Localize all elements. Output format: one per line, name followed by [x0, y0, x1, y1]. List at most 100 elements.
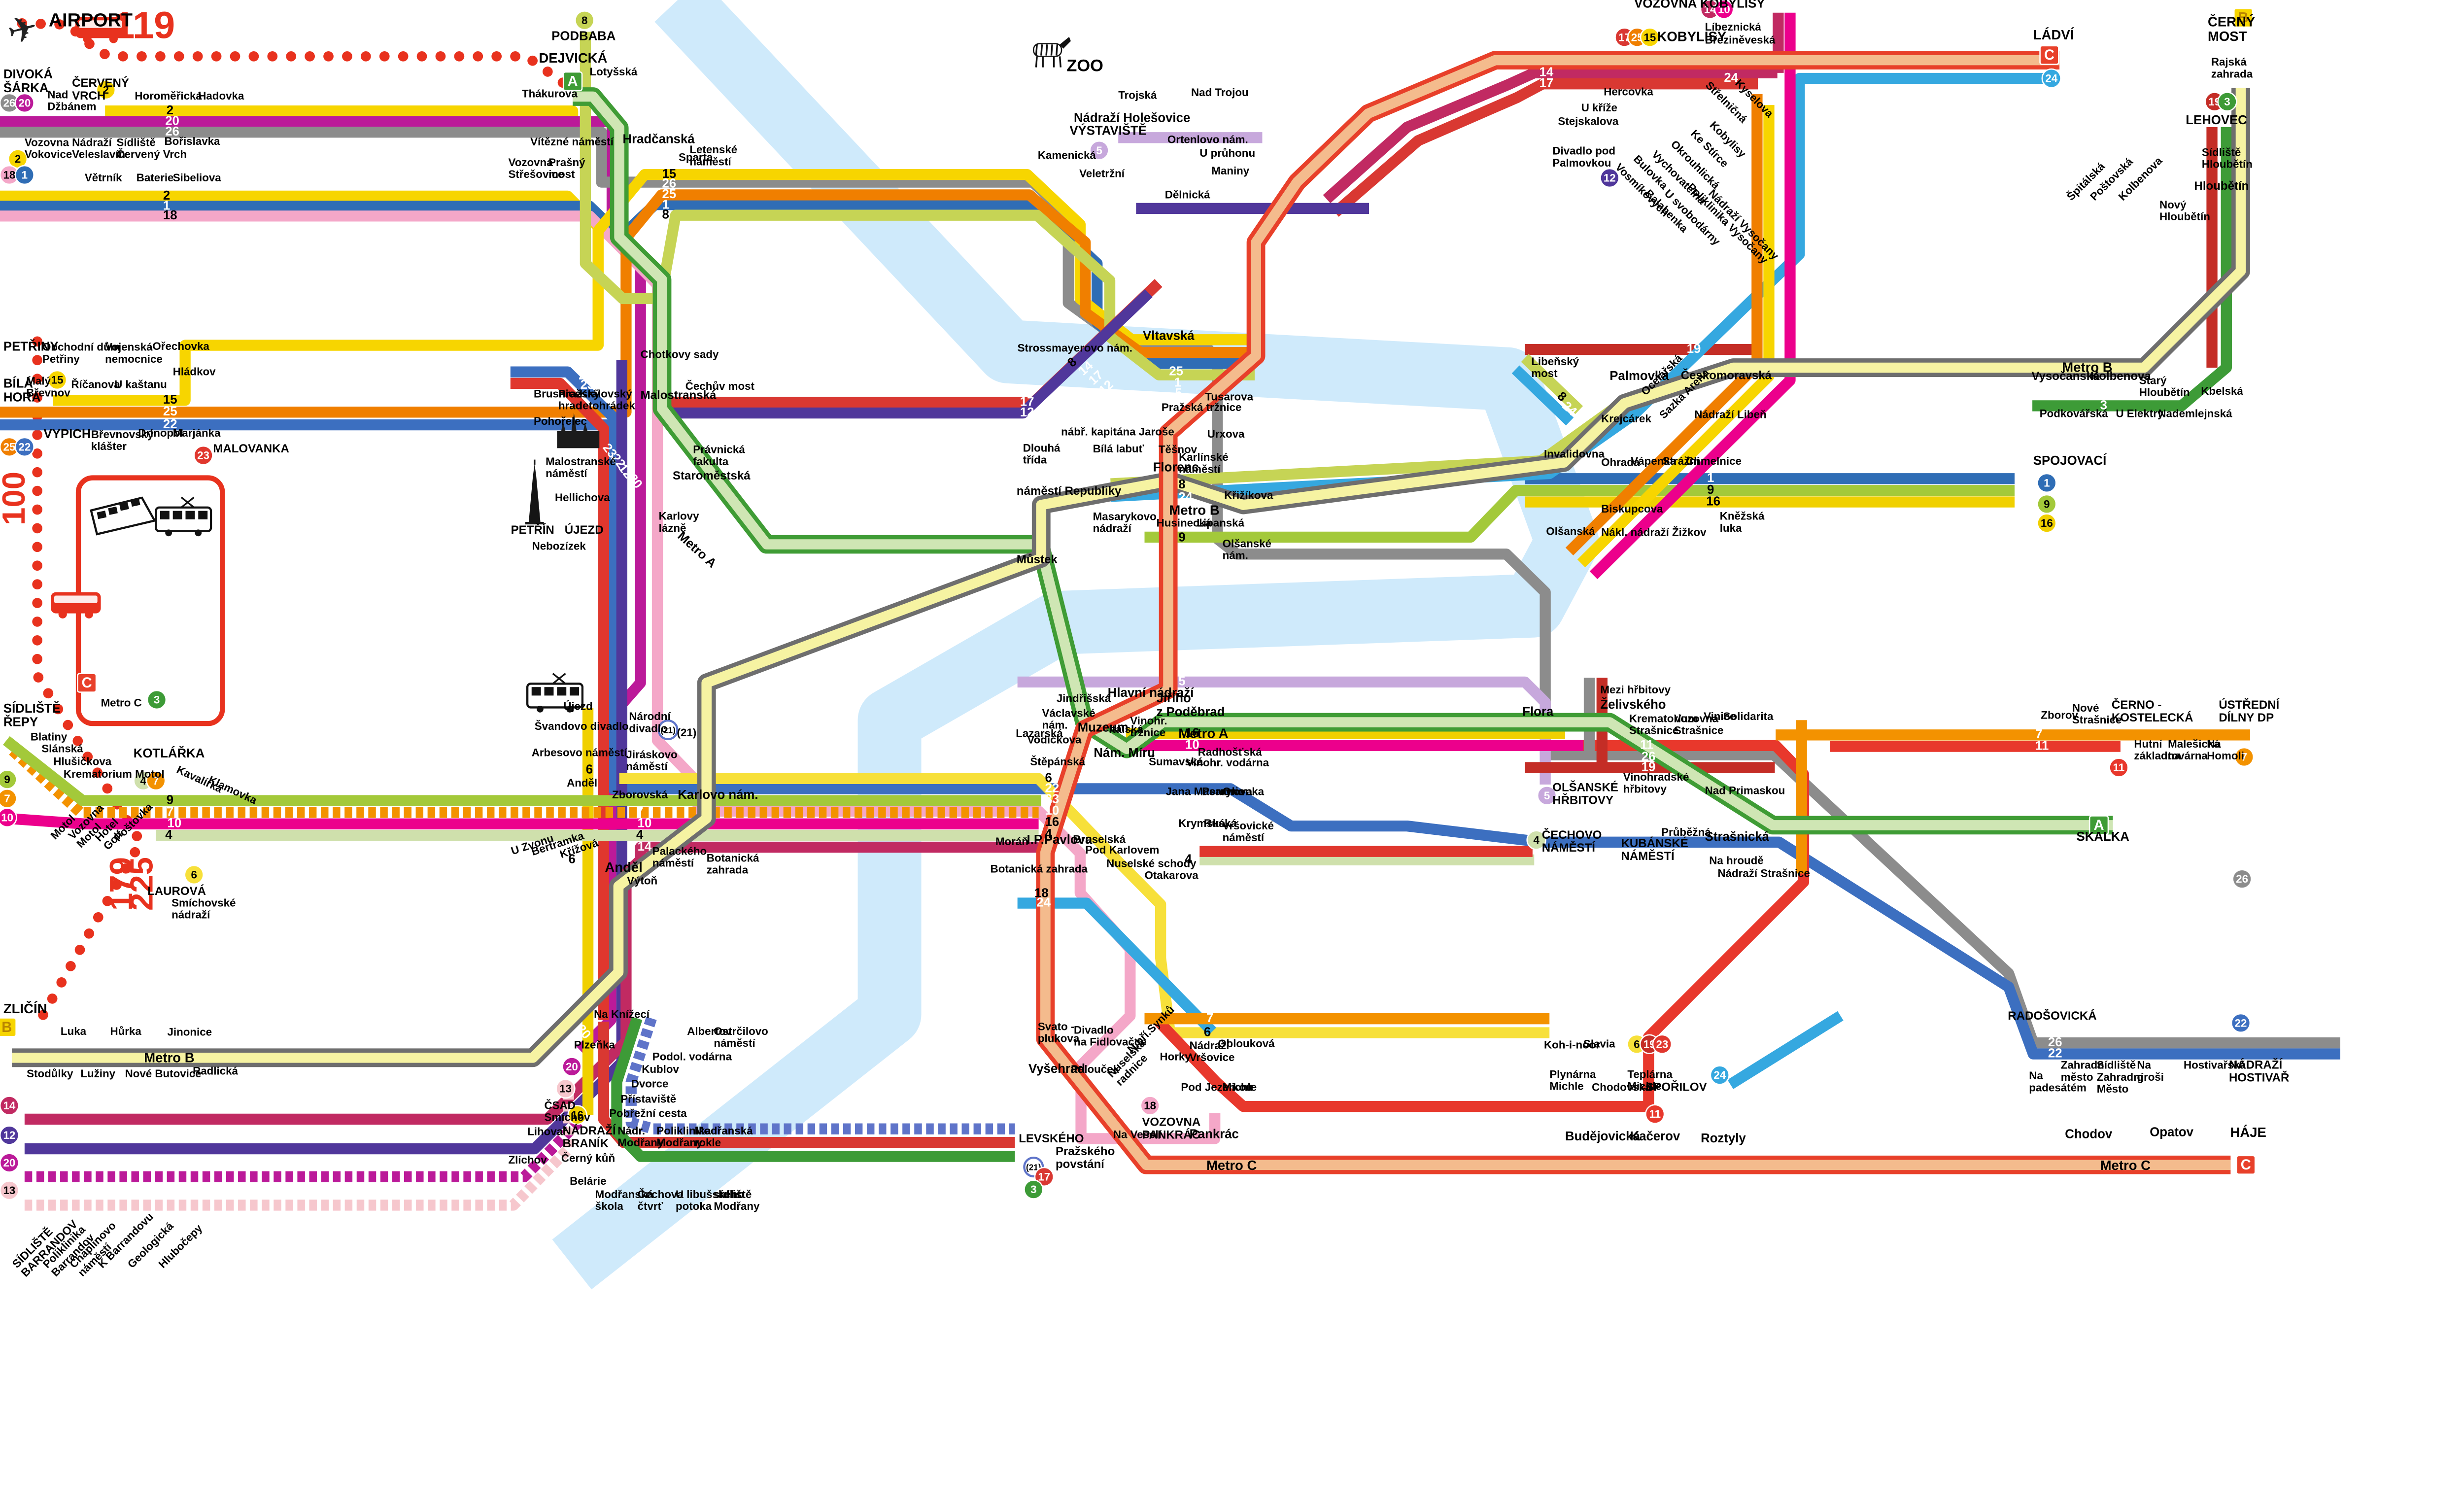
station-label-line: Nádraží	[1190, 1039, 1230, 1052]
station-label: Botanická zahrada	[991, 863, 1088, 875]
station-label: Hadovka	[198, 90, 244, 102]
station-label: Želivského	[1600, 697, 1666, 712]
route-number-chip: 25	[1169, 364, 1183, 378]
station-label: Čechův most	[685, 380, 755, 392]
station-label: Jana Masaryka	[1165, 785, 1244, 797]
station-label: Pražská tržnice	[1162, 401, 1242, 413]
metro-letter-badge-label: B	[2238, 10, 2249, 26]
station-label-line: Českomoravská	[1681, 368, 1772, 382]
station-label: Chmelnice	[1686, 455, 1742, 467]
station-label: Nádraží Holešovice	[1074, 111, 1190, 125]
station-label-line: Vršovické	[1223, 820, 1274, 832]
route-number-chip: 1	[163, 199, 170, 212]
map-text: Metro B	[144, 1050, 194, 1065]
station-label-line: Pod Karlovem	[1085, 844, 1159, 856]
station-label: RADOŠOVICKÁ	[2008, 1009, 2096, 1023]
station-label-line: nábř. kapitána Jaroše	[1061, 426, 1174, 438]
tram-icon-part	[570, 687, 580, 696]
station-label: Drinopol	[138, 427, 183, 439]
route-badge-label: 23	[1656, 1038, 1668, 1050]
station-label-line: Italská	[1109, 723, 1143, 735]
route-number-chip: 22	[2048, 1046, 2062, 1060]
station-label-line: Březiněveská	[1705, 34, 1776, 46]
station-label-line: Moráň	[995, 835, 1028, 848]
route-badge-label: 24	[2045, 72, 2057, 85]
station-label-line: Město	[2097, 1083, 2129, 1095]
station-label-line: Prašný	[548, 156, 585, 169]
station-label-line: Orionka	[1223, 785, 1265, 797]
route-badge	[2109, 757, 2129, 778]
station-label-line: letohrádek	[580, 399, 635, 412]
station-label: U kaštanu	[114, 378, 167, 390]
station-label: Vápenka	[1631, 455, 1676, 467]
station-label-line: Zborov	[2041, 709, 2078, 721]
tram-icon-part	[566, 706, 573, 713]
station-label-line: náměstí	[546, 467, 587, 480]
station-label-line: základna	[2134, 750, 2181, 762]
station-label-line: továrna	[2168, 750, 2208, 762]
route-number-chip: 23	[1045, 792, 1060, 806]
route-number-chip: 15	[163, 393, 177, 407]
route-badge-label: 3	[154, 694, 160, 706]
station-label-line: Malostranské	[546, 455, 616, 468]
route-number-chip: 5	[1178, 675, 1185, 688]
station-label: Hůrka	[110, 1025, 141, 1037]
station-label: Nové Butovice	[125, 1067, 202, 1080]
station-label-line: Slavia	[1583, 1038, 1615, 1050]
station-label-line: Sídliště	[2202, 146, 2241, 158]
station-label-line: sídliště	[714, 1188, 752, 1201]
route-line-15	[53, 169, 1255, 406]
station-label: Zborov	[2041, 709, 2078, 721]
station-label-line: Čechův most	[685, 380, 755, 392]
station-label-line: Obchodní dům	[42, 341, 120, 353]
station-label: Hlavní nádraží	[1108, 686, 1195, 700]
station-label-line: Vozovna	[1674, 713, 1719, 725]
station-label-line: Divadlo	[1074, 1024, 1114, 1036]
station-label-line: SPOŘILOV	[1645, 1080, 1707, 1094]
station-label-line: Radhošťská	[1198, 746, 1262, 758]
bus-icon	[51, 592, 101, 618]
station-label: Anděl	[605, 859, 642, 875]
route-line-21	[625, 1016, 1015, 1134]
station-label-line: PETŘÍN	[511, 523, 554, 537]
station-label-line: AIRPORT	[49, 10, 133, 31]
station-label: Stodůlky	[27, 1067, 73, 1080]
route-number-chip: 1	[1174, 376, 1181, 390]
station-label-line: Sparta	[679, 151, 713, 164]
station-label-line: Michle	[1627, 1080, 1661, 1093]
station-label-line: Karlovo nám.	[678, 788, 758, 802]
station-label-line: DIVOKÁ	[3, 67, 53, 81]
route-badge-label: 7	[4, 792, 10, 805]
station-label: Nádraží Strašnice	[1717, 867, 1810, 879]
station-label: LEHOVEC	[2186, 113, 2247, 127]
station-label-line: Michle	[1549, 1080, 1583, 1093]
station-label-line: Belárie	[570, 1175, 606, 1187]
station-label-line: LAUROVÁ	[147, 884, 206, 898]
station-label: Anděl	[567, 777, 597, 789]
station-label-line: Krematorium	[1629, 713, 1698, 725]
station-label-line: Vozovna	[25, 137, 69, 149]
route-line-22	[510, 366, 2341, 1060]
route-badge	[2232, 869, 2252, 889]
station-label: Budějovická	[1565, 1130, 1640, 1143]
station-label-line: U kaštanu	[114, 378, 167, 390]
metro-letter-badge-label: B	[1, 1020, 12, 1035]
route-badge-label: 3	[1030, 1183, 1036, 1196]
station-label-line: Vojenská	[105, 341, 153, 353]
station-label: PETŘINY	[3, 339, 59, 354]
station-label-line: SKALKA	[2077, 830, 2129, 844]
zebra-icon-part	[1045, 44, 1048, 56]
station-label: Bořislavka	[165, 135, 221, 147]
station-label: Belárie	[570, 1175, 606, 1187]
route-number-chip: 2	[167, 103, 173, 117]
